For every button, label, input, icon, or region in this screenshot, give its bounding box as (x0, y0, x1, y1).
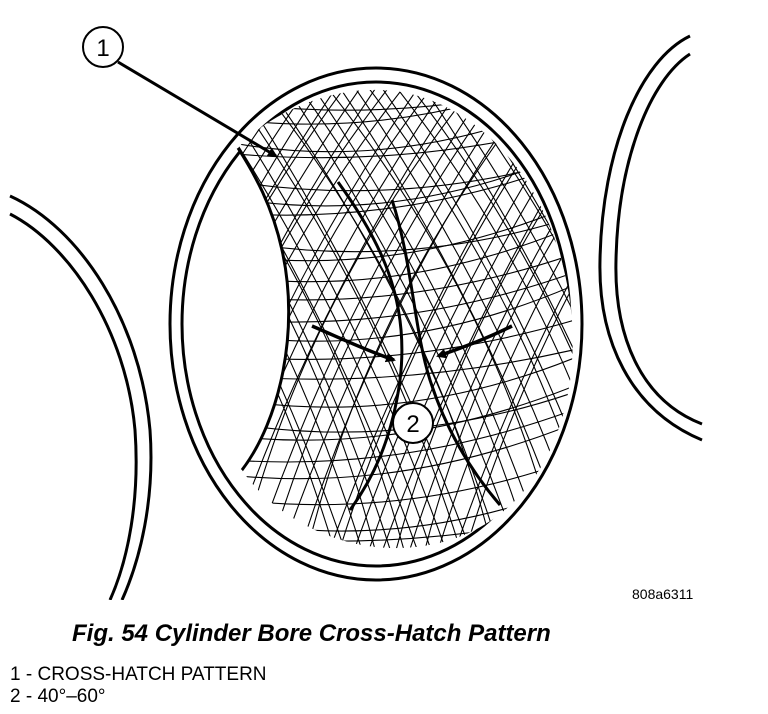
hatch-line (239, 89, 501, 549)
legend-item: 2 - 40°–60° (10, 686, 267, 708)
legend: 1 - CROSS-HATCH PATTERN 2 - 40°–60° (10, 664, 267, 708)
legend-number: 1 (10, 664, 21, 685)
hatch-line (238, 89, 256, 549)
hatch-line (0, 60, 170, 580)
hatch-line (238, 89, 356, 549)
hatch-line (586, 60, 768, 580)
hatch-line (0, 60, 226, 580)
hatch-line (374, 89, 573, 549)
cylinder-bore-illustration: 1 2 (0, 18, 768, 600)
hatch-line (618, 60, 768, 580)
hatch-line (238, 89, 270, 549)
hatch-line (238, 89, 413, 549)
adjacent-bore-right (598, 34, 703, 442)
hatch-line (238, 89, 329, 549)
hatch-line (371, 89, 573, 549)
bore-wall-edge (236, 147, 291, 471)
callout-1: 1 (82, 26, 278, 158)
hatch-line (630, 60, 768, 580)
hatch-line (603, 60, 768, 580)
hatch-line (444, 89, 573, 549)
hatch-line (456, 89, 573, 549)
hatch-line (361, 89, 573, 549)
hatch-line (544, 89, 573, 549)
hatch-line (200, 18, 600, 83)
hatch-line (404, 89, 573, 549)
legend-number: 2 (10, 686, 21, 707)
hatch-line (238, 89, 366, 549)
hatch-line (248, 89, 510, 549)
callout-2: 2 (392, 402, 434, 444)
hatch-line (698, 60, 768, 580)
cross-hatch-pattern (0, 18, 768, 588)
legend-separator: - (20, 664, 38, 685)
hatch-line (389, 89, 573, 549)
hatch-line (669, 60, 768, 580)
hatch-line (238, 399, 573, 463)
figure-code: 808a6311 (632, 586, 694, 602)
hatch-line (238, 89, 381, 549)
angle-reference-lines (336, 181, 502, 511)
legend-text: 40°–60° (37, 686, 106, 707)
callout-1-number: 1 (96, 35, 109, 62)
adjacent-bore-left (9, 194, 153, 600)
hatch-line (643, 60, 768, 580)
hatch-line (0, 60, 197, 580)
hatch-line (557, 89, 573, 549)
hatch-line (0, 60, 182, 580)
hatch-line (238, 412, 573, 480)
figure-caption: Fig. 54 Cylinder Bore Cross-Hatch Patter… (72, 620, 551, 647)
hatch-line (200, 554, 600, 588)
hatch-line (238, 89, 466, 549)
legend-separator: - (20, 686, 38, 707)
angle-arrows (311, 324, 513, 363)
hatch-line (416, 89, 573, 549)
hatch-line (238, 89, 454, 549)
hatch-line (0, 60, 131, 580)
callout-2-number: 2 (406, 411, 419, 438)
hatch-line (238, 89, 429, 549)
legend-item: 1 - CROSS-HATCH PATTERN (10, 664, 267, 686)
hatch-line (245, 89, 507, 549)
legend-text: CROSS-HATCH PATTERN (37, 664, 267, 685)
hatch-line (428, 89, 573, 549)
hatch-line (0, 60, 90, 580)
hatch-line (686, 60, 768, 580)
hatch-line (710, 60, 768, 580)
hatch-line (0, 60, 114, 580)
hatch-line (656, 60, 768, 580)
hatch-line (387, 89, 573, 549)
hatch-line (238, 89, 340, 549)
hatch-line (238, 89, 482, 549)
hatch-line (574, 60, 768, 580)
hatch-line (0, 60, 102, 580)
hatch-line (260, 89, 522, 549)
